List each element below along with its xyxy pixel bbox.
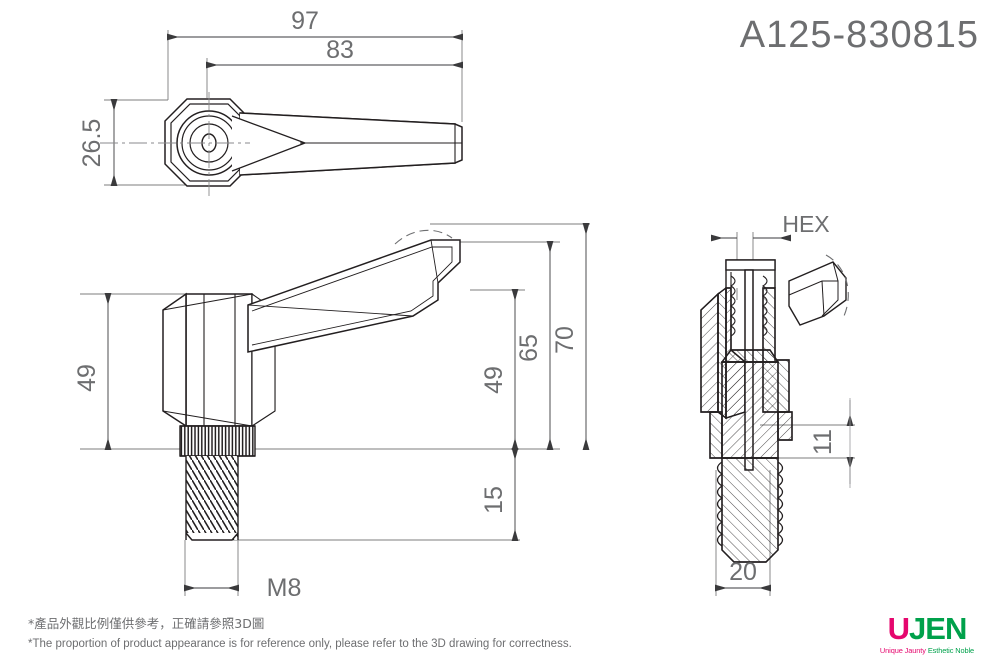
dim-49-left: 49 — [73, 364, 101, 392]
front-view-swing-arc — [394, 229, 453, 245]
dim-49-right: 49 — [480, 366, 508, 394]
front-view-lever-arm — [247, 239, 461, 353]
dim-97: 97 — [291, 7, 319, 35]
front-view-dimensions — [80, 223, 590, 596]
top-view-centerlines — [100, 92, 250, 196]
section-view-swing-arc — [825, 254, 849, 317]
dim-hex: HEX — [782, 211, 829, 237]
logo-tagline: Unique Jaunty Esthetic Noble — [867, 646, 987, 655]
top-view-lever-arm — [231, 112, 463, 176]
dim-20: 20 — [729, 558, 757, 586]
dim-70: 70 — [551, 326, 579, 354]
logo-tagline-first: Unique Jaunty — [879, 646, 926, 655]
logo-letter-u: U — [887, 611, 910, 646]
footnote-chinese: *產品外觀比例僅供參考，正確請參照3D圖 — [28, 616, 265, 631]
dim-26-5: 26.5 — [78, 119, 106, 168]
logo-letters-jen: JEN — [909, 611, 967, 646]
ujen-logo: UJEN Unique Jaunty Esthetic Noble — [867, 613, 987, 655]
logo-tagline-second: Esthetic Noble — [925, 646, 975, 655]
section-view-lever-stub — [788, 261, 847, 326]
footnote-english: *The proportion of product appearance is… — [28, 637, 572, 650]
page-title: A125-830815 — [739, 14, 979, 56]
top-view-dimensions — [104, 30, 463, 186]
logo-wordmark: UJEN — [867, 613, 987, 644]
dim-65: 65 — [515, 334, 543, 362]
dim-15: 15 — [480, 486, 508, 514]
dim-11: 11 — [809, 429, 837, 455]
footnotes: *產品外觀比例僅供參考，正確請參照3D圖 *The proportion of … — [28, 615, 572, 653]
section-view-body — [700, 259, 793, 563]
dim-m8: M8 — [267, 574, 302, 602]
dim-83: 83 — [326, 36, 354, 64]
front-view-thread — [185, 456, 239, 541]
